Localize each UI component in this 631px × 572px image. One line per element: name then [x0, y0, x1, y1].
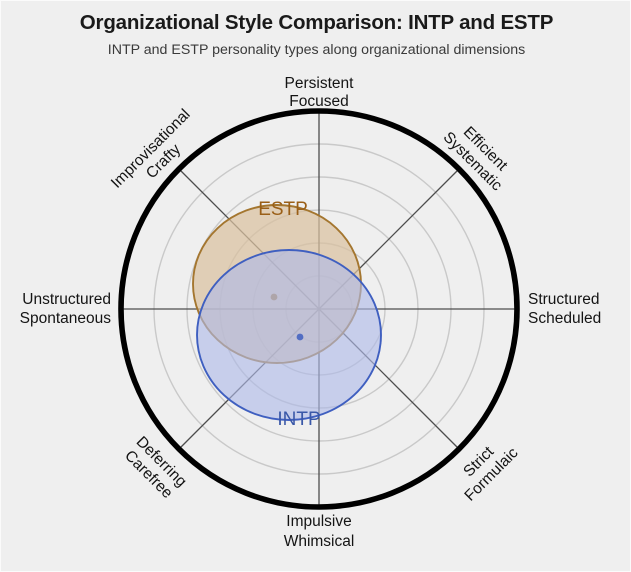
axis-label-impulsive-whimsical: Impulsive Whimsical [284, 513, 355, 550]
axis-label-line2: Spontaneous [20, 310, 112, 327]
axis-label-efficient-systematic: Efficient Systematic [440, 123, 511, 194]
axis-label-structured-scheduled: Structured Scheduled [528, 291, 601, 327]
series-intp [196, 249, 382, 421]
axis-label-persistent-focused: Persistent Focused [285, 75, 355, 110]
outer-boundary-circle [118, 108, 520, 510]
axis-label-line1: Unstructured [22, 291, 111, 308]
series-label-intp: INTP [277, 409, 320, 430]
axis-label-line2: Whimsical [284, 533, 355, 550]
axis-label-strict-formulaic: Strict Formulaic [460, 443, 521, 505]
axis-label-line2: Scheduled [528, 310, 601, 327]
axis-label-line1: Persistent [285, 75, 355, 92]
figure-header: Organizational Style Comparison: INTP an… [1, 1, 630, 58]
intp-center-point [296, 333, 304, 341]
page-title: Organizational Style Comparison: INTP an… [79, 11, 554, 34]
series-label-estp: ESTP [258, 199, 308, 220]
axis-label-deferring-carefree: Deferring Carefree [121, 433, 190, 502]
chart-subtitle: INTP and ESTP personality types along or… [107, 42, 526, 58]
axis-label-unstructured-spontaneous: Unstructured Spontaneous [20, 291, 112, 327]
axis-label-line1: Impulsive [286, 513, 351, 530]
axis-label-line1: Structured [528, 291, 600, 308]
intp-ellipse [196, 249, 382, 421]
axis-label-line2: Focused [289, 93, 348, 110]
